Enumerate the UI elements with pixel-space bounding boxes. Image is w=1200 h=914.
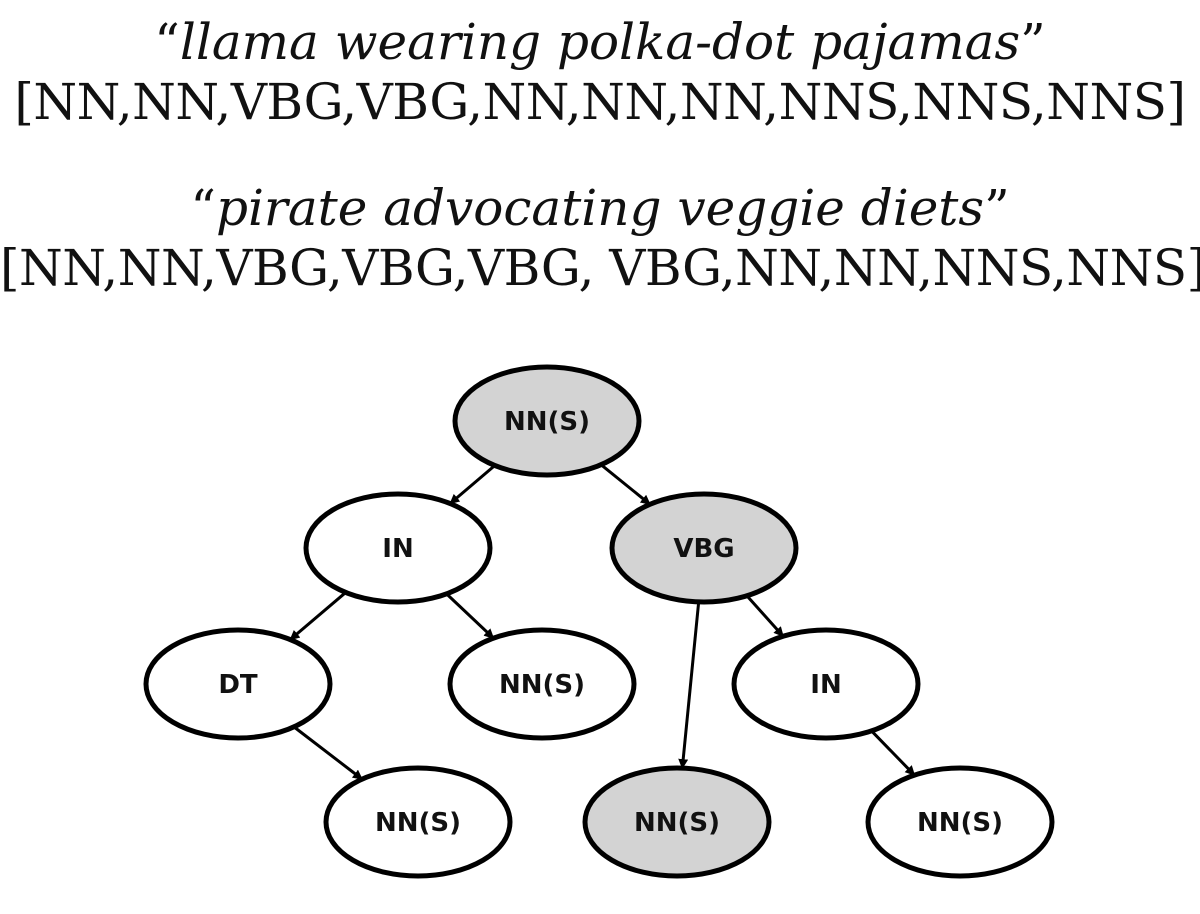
node-in-left: IN	[303, 491, 493, 605]
example-1-open-quote: “	[154, 13, 180, 71]
node-ellipse-root	[452, 364, 642, 478]
node-nns-mid: NN(S)	[447, 627, 637, 741]
edge-root-to-vbg	[600, 463, 651, 506]
node-label-dt: DT	[218, 670, 258, 700]
tree-nodes: NN(S) IN VBG DT NN(S) IN NN(S) NN(S) NN(S)	[143, 364, 1055, 879]
example-1-tags: [NN,NN,VBG,VBG,NN,NN,NN,NNS,NNS,NNS]	[14, 73, 1186, 131]
node-in-right: IN	[731, 627, 921, 741]
node-nns-vbg-child: NN(S)	[582, 765, 772, 879]
node-label-nns-in-child: NN(S)	[917, 808, 1003, 838]
node-nns-dt-child: NN(S)	[323, 765, 513, 879]
example-1: “llama wearing polka-dot pajamas” [NN,NN…	[0, 12, 1200, 132]
node-dt: DT	[143, 627, 333, 741]
edge-in-right-to-nns-in-child	[870, 729, 916, 777]
node-ellipse-in-left	[303, 491, 493, 605]
node-label-root: NN(S)	[504, 407, 590, 437]
edge-root-to-in-left	[449, 464, 496, 505]
node-ellipse-nns-vbg-child	[582, 765, 772, 879]
node-label-nns-mid: NN(S)	[499, 670, 585, 700]
node-nns-in-child: NN(S)	[865, 765, 1055, 879]
node-label-in-right: IN	[810, 670, 841, 700]
node-label-nns-vbg-child: NN(S)	[634, 808, 720, 838]
node-ellipse-dt	[143, 627, 333, 741]
example-1-close-quote: ”	[1020, 13, 1046, 71]
edge-vbg-to-nns-vbg-child	[678, 601, 701, 770]
edge-dt-to-nns-dt-child	[293, 725, 363, 781]
node-ellipse-nns-dt-child	[323, 765, 513, 879]
example-2-open-quote: “	[190, 179, 216, 237]
example-2-close-quote: ”	[984, 179, 1010, 237]
node-ellipse-in-right	[731, 627, 921, 741]
node-ellipse-nns-in-child	[865, 765, 1055, 879]
edge-in-left-to-nns-mid	[445, 592, 495, 640]
node-vbg: VBG	[609, 491, 799, 605]
node-ellipse-vbg	[609, 491, 799, 605]
node-label-nns-dt-child: NN(S)	[375, 808, 461, 838]
example-1-phrase-text: llama wearing polka-dot pajamas	[179, 13, 1021, 71]
example-2-tags: [NN,NN,VBG,VBG,VBG, VBG,NN,NN,NNS,NNS]	[0, 239, 1200, 297]
edge-vbg-to-in-right	[745, 594, 785, 638]
edge-in-left-to-dt	[289, 591, 347, 641]
tree-edges	[289, 463, 916, 781]
example-1-phrase: “llama wearing polka-dot pajamas”	[0, 12, 1200, 72]
example-2-phrase-text: pirate advocating veggie diets	[215, 179, 985, 237]
example-2-phrase: “pirate advocating veggie diets”	[0, 178, 1200, 238]
node-label-in-left: IN	[382, 534, 413, 564]
node-label-vbg: VBG	[673, 534, 734, 564]
example-2: “pirate advocating veggie diets” [NN,NN,…	[0, 178, 1200, 298]
node-root: NN(S)	[452, 364, 642, 478]
node-ellipse-nns-mid	[447, 627, 637, 741]
